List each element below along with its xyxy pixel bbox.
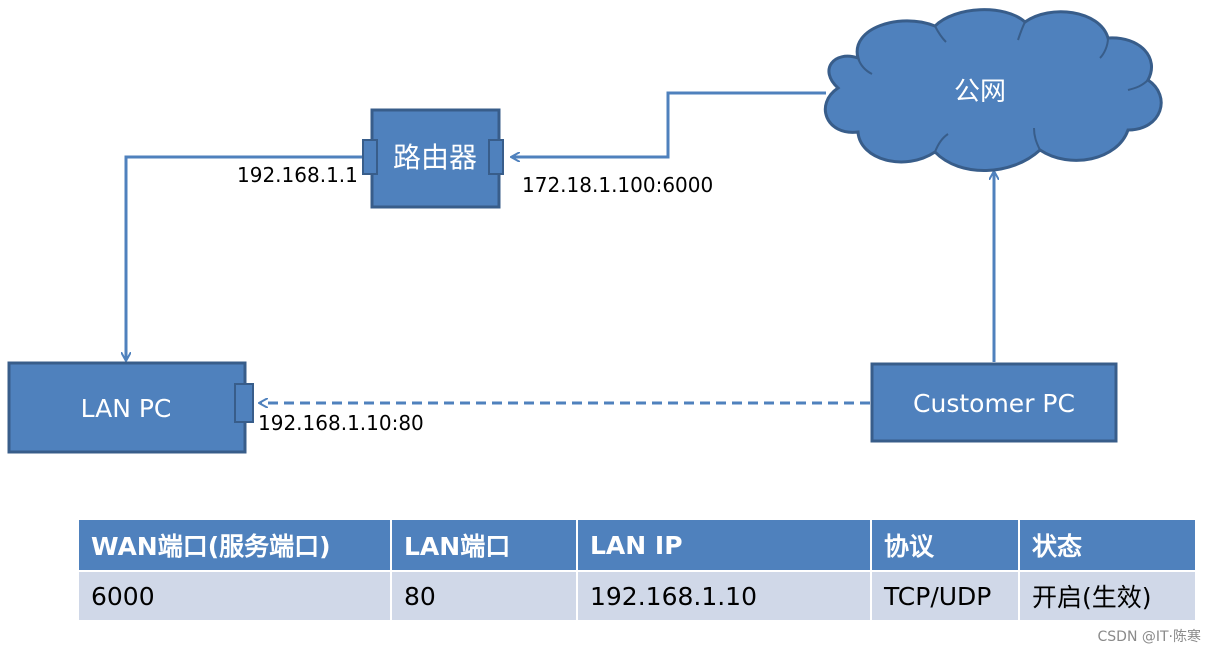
header-lan-port: LAN端口 (391, 520, 578, 572)
lan-pc-label: LAN PC (81, 394, 172, 423)
router-label: 路由器 (393, 141, 477, 174)
router-lan-ip-label: 192.168.1.1 (237, 163, 358, 187)
router-wan-address-label: 172.18.1.100:6000 (522, 173, 713, 197)
lan-pc-port (234, 383, 254, 423)
cell-lan-ip: 192.168.1.10 (577, 571, 872, 620)
customer-pc-label: Customer PC (913, 389, 1075, 418)
watermark: CSDN @IT·陈寒 (1097, 629, 1202, 645)
cell-protocol: TCP/UDP (871, 571, 1020, 620)
cell-status: 开启(生效) (1019, 571, 1195, 620)
cloud-internet: 公网 (823, 8, 1163, 172)
lan-pc-node: LAN PC (7, 361, 254, 454)
header-status: 状态 (1019, 520, 1195, 572)
connector-cloud-to-router (512, 91, 826, 157)
customer-pc-node: Customer PC (870, 362, 1118, 443)
router-lan-port (362, 139, 378, 175)
header-protocol: 协议 (871, 520, 1020, 572)
header-wan-port: WAN端口(服务端口) (79, 520, 392, 572)
table-header-row: WAN端口(服务端口) LAN端口 LAN IP 协议 状态 (79, 520, 1195, 572)
router-wan-port (488, 139, 504, 175)
header-lan-ip: LAN IP (577, 520, 872, 572)
router-node: 路由器 (362, 108, 504, 209)
cell-lan-port: 80 (391, 571, 578, 620)
connector-router-to-lan-pc (126, 155, 370, 360)
port-forwarding-table: WAN端口(服务端口) LAN端口 LAN IP 协议 状态 6000 80 1… (79, 520, 1195, 620)
cloud-label: 公网 (954, 77, 1006, 107)
table-row: 6000 80 192.168.1.10 TCP/UDP 开启(生效) (79, 571, 1195, 620)
lan-pc-address-label: 192.168.1.10:80 (258, 411, 424, 435)
cell-wan-port: 6000 (79, 571, 392, 620)
